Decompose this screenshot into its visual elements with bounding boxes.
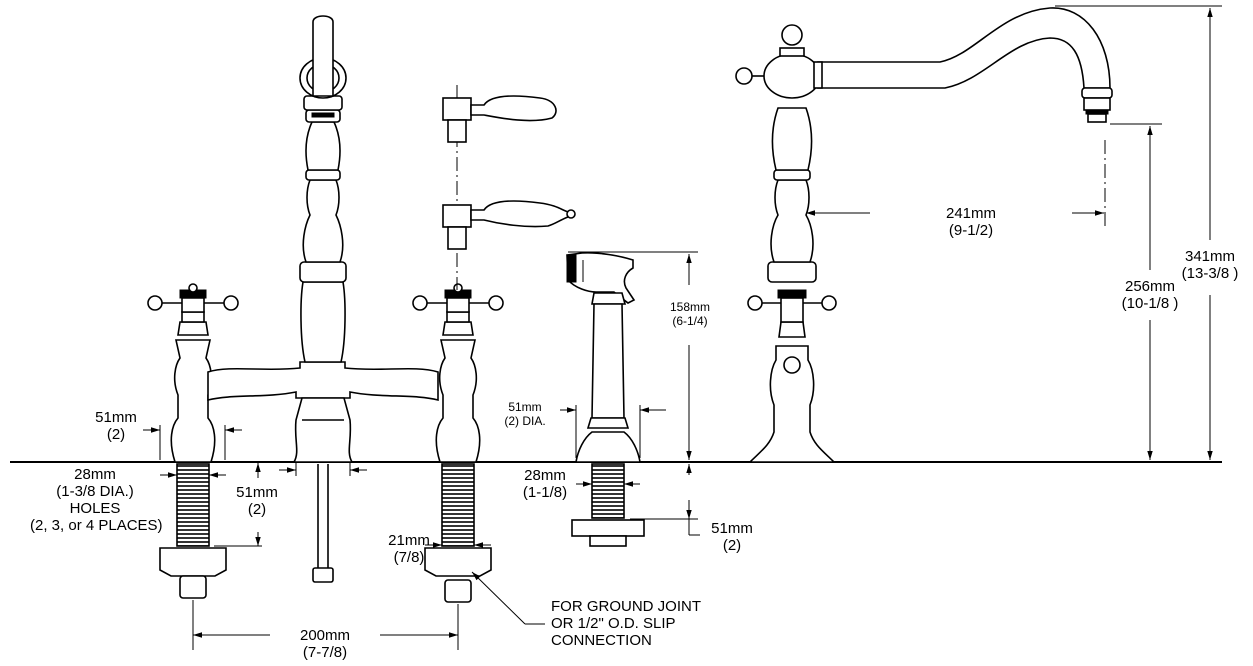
label-51-spray: 51mm(2) DIA. [504, 400, 546, 428]
lever-handle-upper [442, 95, 557, 143]
note-leader [471, 571, 545, 625]
center-spout [299, 15, 347, 583]
side-spray [566, 252, 645, 547]
label-241: 241mm(9-1/2) [945, 205, 997, 239]
dim-51-spray-depth [630, 464, 700, 536]
dim-256 [1110, 123, 1162, 460]
dim-51-shank-length [214, 463, 262, 547]
label-341: 341mm(13-3/8 ) [1170, 248, 1250, 282]
label-28-spray: 28mm(1-1/8) [522, 467, 568, 501]
dim-200 [192, 600, 459, 650]
left-handle-valve [147, 283, 239, 463]
label-28-holes: 28mm(1-3/8 DIA.)HOLES(2, 3, or 4 PLACES) [30, 466, 163, 534]
left-shank [159, 463, 227, 599]
lever-handle-lower [442, 200, 576, 250]
label-51-spray-depth: 51mm(2) [711, 520, 753, 554]
label-256: 256mm(10-1/8 ) [1110, 278, 1190, 312]
dim-158 [568, 251, 698, 460]
label-200: 200mm(7-7/8) [299, 627, 351, 661]
dim-51-spray [560, 405, 666, 458]
right-shank [424, 463, 492, 603]
label-21: 21mm(7/8) [388, 532, 430, 566]
bridge-body [207, 361, 439, 463]
label-158: 158mm(6-1/4) [662, 300, 718, 328]
label-51-handle: 51mm(2) [95, 409, 137, 443]
dim-341 [1055, 5, 1222, 460]
dim-241 [806, 140, 1106, 228]
label-51-shank: 51mm(2) [236, 484, 278, 518]
dim-center-rod [279, 462, 367, 476]
dim-51-left-handle [143, 425, 242, 460]
side-view-faucet [735, 7, 1113, 463]
right-handle-valve [412, 283, 504, 463]
